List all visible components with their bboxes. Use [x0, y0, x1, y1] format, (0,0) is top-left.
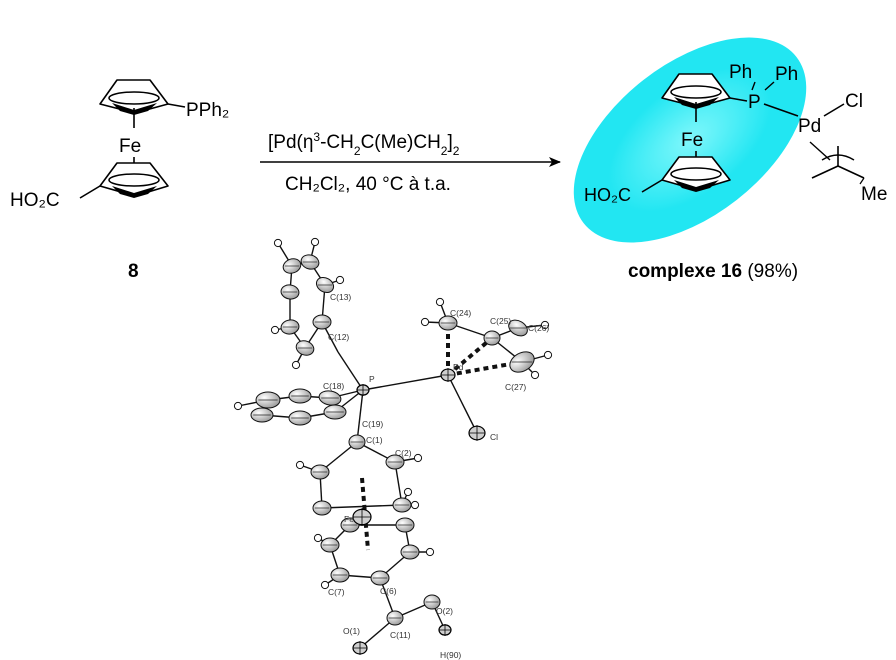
product-cp-ring-top [661, 73, 731, 109]
ortep-hydrogen [233, 401, 243, 411]
reagent-label: [Pd(η3-CH2C(Me)CH2]2 [268, 130, 460, 158]
bond-p-pd [763, 103, 799, 117]
label-c6: C(6) [380, 586, 397, 596]
ortep-hydrogen [420, 317, 430, 327]
bond-pd-cl [823, 103, 845, 117]
bond-p [167, 103, 186, 108]
bond-p-ph2 [764, 81, 775, 91]
reactant-number: 8 [128, 261, 139, 282]
allyl-ligand [811, 146, 865, 185]
ortep-hydrogen [270, 325, 280, 335]
ortep-hydrogen [543, 350, 553, 360]
ortep-hydrogen [273, 238, 283, 248]
label-c19: C(19) [362, 419, 383, 429]
reactant-fe-label: Fe [119, 136, 141, 157]
ortep-heavy-atom-octant [353, 641, 367, 655]
reaction-arrow-group: [Pd(η3-CH2C(Me)CH2]2 CH₂Cl₂, 40 °C à t.a… [260, 130, 561, 195]
product-pd-label: Pd [798, 116, 821, 137]
bond-product-cooh [641, 179, 663, 193]
reactant-ferrocene: PPh₂ Fe HO₂C 8 [10, 79, 229, 282]
ortep-heavy-atom-octant [441, 368, 455, 382]
label-c2: C(2) [395, 448, 412, 458]
conditions-label: CH₂Cl₂, 40 °C à t.a. [285, 174, 451, 195]
ortep-atoms [233, 237, 553, 655]
ortep-hydrogen [291, 360, 301, 370]
label-c24: C(24) [450, 308, 471, 318]
product-cp-ring-bottom [661, 156, 731, 192]
product-ph2-label: Ph [775, 64, 798, 85]
reactant-pph2-label: PPh₂ [186, 100, 229, 121]
label-c25: C(25) [490, 316, 511, 326]
label-c1: C(1) [366, 435, 383, 445]
product-caption: complexe 16 (98%) [628, 261, 798, 282]
label-c18: C(18) [323, 381, 344, 391]
ortep-hydrogen [313, 533, 323, 543]
bond-cooh [79, 185, 101, 199]
label-c12: C(12) [328, 332, 349, 342]
label-pd: Pd [453, 362, 464, 372]
label-o1: O(1) [343, 626, 360, 636]
label-fe: Fe [344, 514, 354, 524]
label-c26: C(26) [528, 323, 549, 333]
ortep-heavy-atom-octant [439, 624, 451, 636]
product-ph1-label: Ph [729, 62, 752, 83]
product-p-label: P [748, 92, 761, 113]
label-p: P [369, 374, 375, 384]
ortep-hydrogen [540, 320, 550, 330]
ortep-hydrogen [413, 453, 423, 463]
label-c7: C(7) [328, 587, 345, 597]
ortep-hydrogen [335, 275, 345, 285]
cp-ring-top [99, 79, 169, 115]
ortep-hydrogen [320, 580, 330, 590]
product-me-label: Me [861, 184, 887, 205]
label-cl: Cl [490, 432, 498, 442]
ortep-heavy-atom-octant [357, 384, 369, 396]
ortep-hydrogen [425, 547, 435, 557]
product-fe-label: Fe [681, 130, 703, 151]
ortep-hydrogen [310, 237, 320, 247]
label-c27: C(27) [505, 382, 526, 392]
ortep-hydrogen [295, 460, 305, 470]
cp-ring-bottom [99, 162, 169, 198]
bond-p-ph1 [751, 81, 756, 91]
label-c13: C(13) [330, 292, 351, 302]
ortep-hydrogen [403, 487, 413, 497]
ortep-labels: C(13) C(12) C(18) P C(19) C(1) C(2) Fe C… [323, 292, 549, 660]
crystal-structure: C(13) C(12) C(18) P C(19) C(1) C(2) Fe C… [233, 237, 553, 660]
ortep-heavy-atom-octant [353, 508, 371, 526]
ortep-hydrogen [530, 370, 540, 380]
label-o2: O(2) [436, 606, 453, 616]
label-c11: C(11) [390, 630, 411, 640]
ortep-heavy-atom-octant [469, 425, 485, 441]
highlight-ellipse [573, 37, 807, 243]
reactant-acid-label: HO₂C [10, 190, 60, 211]
bond-cp-p [729, 97, 748, 102]
ortep-hydrogen [410, 500, 420, 510]
product-acid-label: HO₂C [584, 185, 631, 205]
product-cl-label: Cl [845, 91, 863, 112]
product-complex: P Ph Ph Pd Cl Me Fe HO₂C complexe 16 (98… [573, 37, 887, 282]
bond-pd-allyl [809, 141, 831, 161]
ortep-hydrogen [435, 297, 445, 307]
label-h90: H(90) [440, 650, 461, 660]
